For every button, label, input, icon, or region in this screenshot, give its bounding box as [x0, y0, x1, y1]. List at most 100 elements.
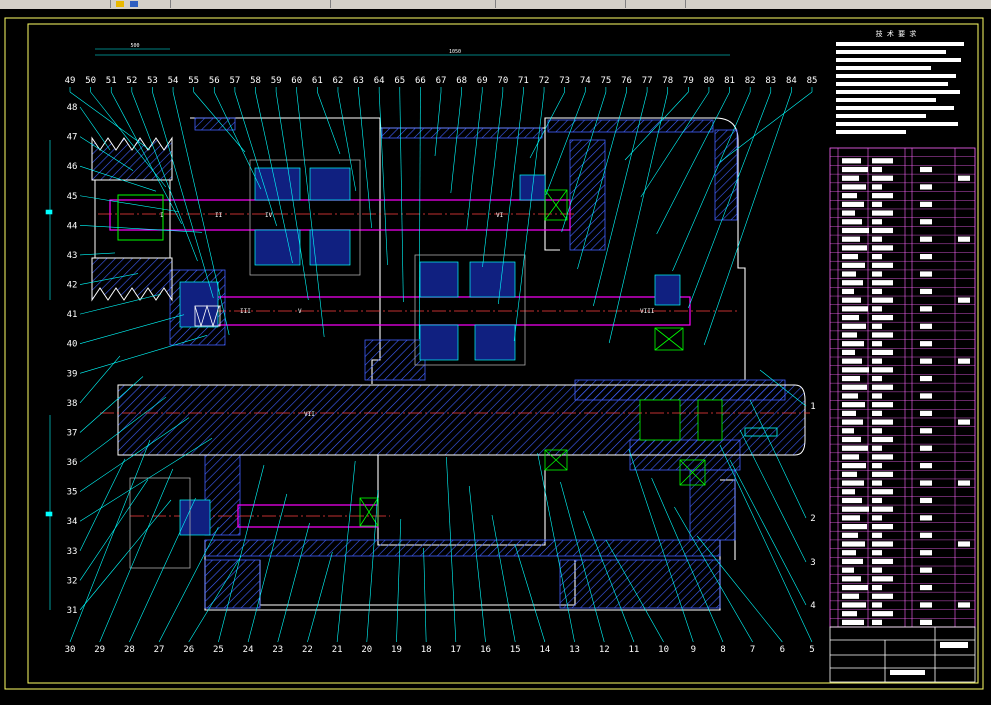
leader-line: [214, 91, 262, 190]
part-number-callout: 79: [683, 76, 694, 86]
leader-line: [688, 91, 772, 309]
part-number-callout: 71: [518, 76, 529, 86]
leader-line: [79, 273, 139, 285]
part-number-callout: 45: [67, 192, 78, 202]
part-number-callout: 30: [65, 645, 76, 655]
part-number-callout: 22: [302, 645, 313, 655]
part-number-callout: 40: [67, 340, 78, 350]
part-number-callout: 8: [720, 645, 725, 655]
technical-requirements: 技 术 要 求: [836, 29, 964, 134]
leader-line: [491, 514, 516, 643]
leader-line: [739, 429, 807, 563]
part-number-callout: 4: [810, 601, 815, 611]
part-number-callout: 67: [436, 76, 447, 86]
leader-line: [674, 506, 753, 643]
leader-line: [79, 195, 180, 213]
part-number-callout: 74: [580, 76, 591, 86]
leader-line: [158, 526, 219, 643]
leader-line: [79, 225, 203, 233]
part-number-callout: 76: [621, 76, 632, 86]
toolbar-icon[interactable]: [130, 1, 138, 7]
toolbar-segment[interactable]: [330, 0, 496, 8]
toolbar-segment[interactable]: [0, 0, 111, 8]
part-number-callout: 27: [154, 645, 165, 655]
part-number-callout: 81: [724, 76, 735, 86]
leader-line: [366, 489, 379, 643]
bearings: [194, 189, 706, 527]
leader-line: [131, 91, 198, 262]
part-number-callout: 6: [780, 645, 785, 655]
part-number-callout: 33: [67, 547, 78, 557]
part-number-callout: 80: [704, 76, 715, 86]
leader-line: [640, 91, 710, 198]
part-number-callout: 49: [65, 76, 76, 86]
part-number-callout: 47: [67, 133, 78, 143]
part-number-callout: 60: [291, 76, 302, 86]
leader-line: [396, 518, 402, 643]
part-number-callout: 32: [67, 576, 78, 586]
leader-line: [450, 91, 462, 194]
leader-line: [498, 91, 524, 305]
part-number-callout: 46: [67, 162, 78, 172]
part-number-callout: 23: [272, 645, 283, 655]
part-number-callout: 34: [67, 517, 78, 527]
inner-frame: [27, 23, 979, 684]
leader-line: [378, 91, 388, 266]
cad-drawing-canvas[interactable]: 技 术 要 求: [0, 9, 991, 701]
part-number-callout: 15: [510, 645, 521, 655]
leader-line: [651, 477, 724, 643]
shaft-label: III: [240, 308, 251, 315]
leader-line: [79, 499, 172, 611]
dimension-label-pulley: 500: [130, 43, 139, 49]
toolbar-segment[interactable]: [495, 0, 626, 8]
part-number-callout: 63: [353, 76, 364, 86]
leader-line: [79, 355, 121, 404]
shaft-label: IV: [265, 212, 273, 219]
toolbar-segment[interactable]: [170, 0, 331, 8]
leader-line: [79, 293, 162, 315]
leader-line: [582, 510, 635, 643]
outer-frame: [4, 17, 984, 690]
leader-line: [69, 439, 151, 643]
part-number-callout: 1: [810, 402, 815, 412]
leader-line: [79, 136, 134, 171]
part-number-callout: 62: [333, 76, 344, 86]
leader-line: [193, 91, 246, 153]
technical-requirements-heading: 技 术 要 求: [876, 29, 917, 38]
leader-line: [79, 252, 116, 256]
clutch-housing: [129, 159, 526, 569]
leader-line: [79, 314, 185, 344]
shaft-label: VIII: [640, 308, 655, 315]
leader-line: [234, 91, 277, 227]
part-number-callout: 69: [477, 76, 488, 86]
part-number-callout: 16: [480, 645, 491, 655]
leader-line: [624, 91, 689, 161]
part-number-callout: 78: [662, 76, 673, 86]
part-number-callout: 64: [374, 76, 385, 86]
part-number-callout: 38: [67, 399, 78, 409]
part-number-callout: 26: [183, 645, 194, 655]
leader-line: [79, 165, 157, 192]
toolbar-segment[interactable]: [110, 0, 171, 8]
shaft-label: I: [160, 212, 164, 219]
part-number-callout: 25: [213, 645, 224, 655]
toolbar-icon[interactable]: [116, 1, 124, 7]
toolbar-segment[interactable]: [625, 0, 686, 8]
part-number-callout: 59: [271, 76, 282, 86]
part-number-callout: 35: [67, 488, 78, 498]
leader-line: [514, 543, 546, 643]
part-number-callout: 50: [85, 76, 96, 86]
part-number-callout: 55: [188, 76, 199, 86]
shaft-label: VI: [496, 212, 504, 219]
part-number-callout: 53: [147, 76, 158, 86]
leader-line: [79, 437, 213, 522]
part-number-callout: 7: [750, 645, 755, 655]
shaft-label: VII: [304, 411, 315, 418]
part-number-callout: 58: [250, 76, 261, 86]
part-number-callout: 52: [126, 76, 137, 86]
leader-line: [628, 448, 694, 643]
part-number-callout: 12: [599, 645, 610, 655]
